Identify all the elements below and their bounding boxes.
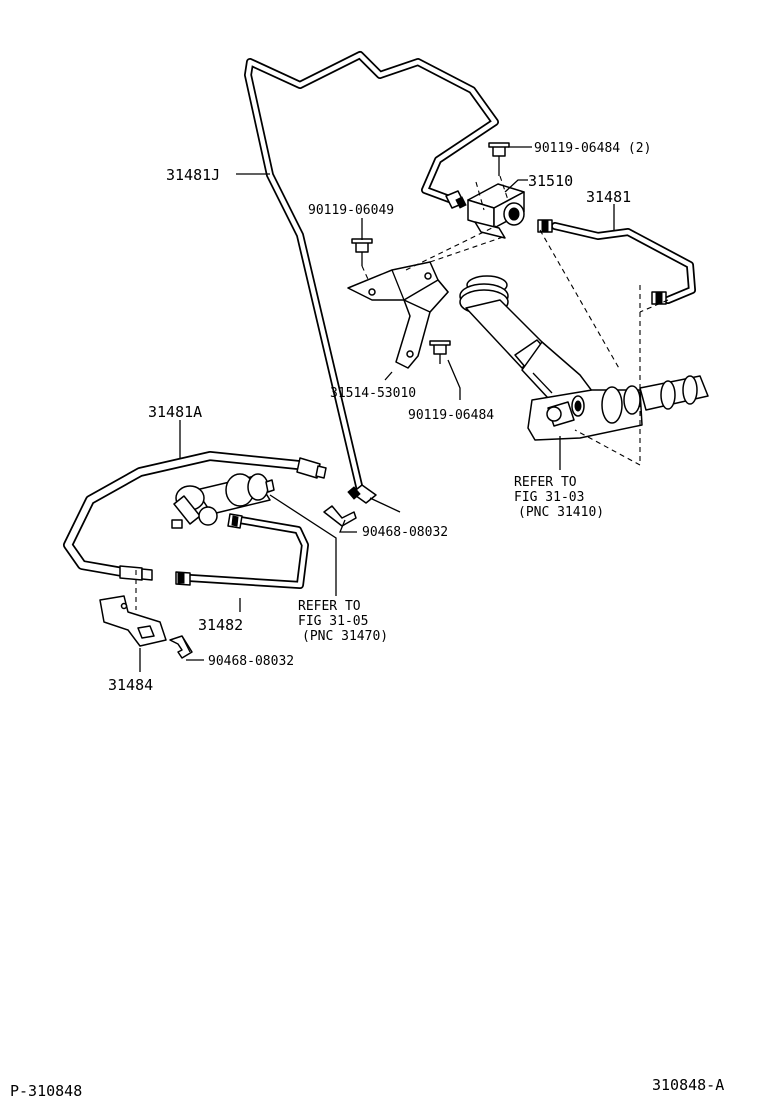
bolt-bracket[interactable] [351, 238, 373, 289]
label-31510[interactable]: 31510 [528, 172, 573, 190]
label-31481[interactable]: 31481 [586, 188, 631, 206]
footer-right-code: 310848-A [652, 1076, 724, 1094]
footer-left-code: P-310848 [10, 1082, 82, 1100]
bolt-top[interactable] [488, 142, 510, 176]
bracket-31514[interactable] [347, 225, 507, 369]
tube-31482[interactable] [175, 513, 309, 589]
label-31484[interactable]: 31484 [108, 676, 153, 694]
refer-master-line2: FIG 31-03 [514, 490, 584, 505]
clip-lower[interactable] [169, 635, 193, 659]
label-31482[interactable]: 31482 [198, 616, 243, 634]
refer-release-line3: (PNC 31470) [302, 629, 388, 644]
label-90468-08032-lower[interactable]: 90468-08032 [208, 654, 294, 669]
label-90468-08032-upper[interactable]: 90468-08032 [362, 525, 448, 540]
label-31514-53010[interactable]: 31514-53010 [330, 386, 416, 401]
valve-31510[interactable] [467, 175, 525, 239]
bracket-31484[interactable] [99, 595, 167, 647]
clutch-release-cylinder[interactable] [135, 473, 275, 610]
refer-master-line3: (PNC 31410) [518, 505, 604, 520]
clip-upper[interactable] [323, 505, 357, 527]
label-31481j[interactable]: 31481J [166, 166, 220, 184]
label-90119-06049[interactable]: 90119-06049 [308, 203, 394, 218]
bolt-lower[interactable] [429, 340, 451, 364]
clutch-master-cylinder[interactable] [459, 275, 709, 441]
reference-dash-lines [539, 229, 669, 466]
label-90119-06484[interactable]: 90119-06484 [408, 408, 494, 423]
part-labels: 31481J 90119-06484 (2) 31510 31481 90119… [10, 141, 724, 1100]
tube-31481[interactable] [537, 219, 696, 305]
tube-31481j[interactable] [244, 51, 499, 513]
hose-31481a[interactable] [63, 451, 327, 581]
leader-lines [139, 146, 615, 672]
refer-master-line1: REFER TO [514, 475, 577, 490]
refer-release-line1: REFER TO [298, 599, 361, 614]
label-90119-06484-2[interactable]: 90119-06484 (2) [534, 141, 651, 156]
label-31481a[interactable]: 31481A [148, 403, 202, 421]
refer-release-line2: FIG 31-05 [298, 614, 368, 629]
